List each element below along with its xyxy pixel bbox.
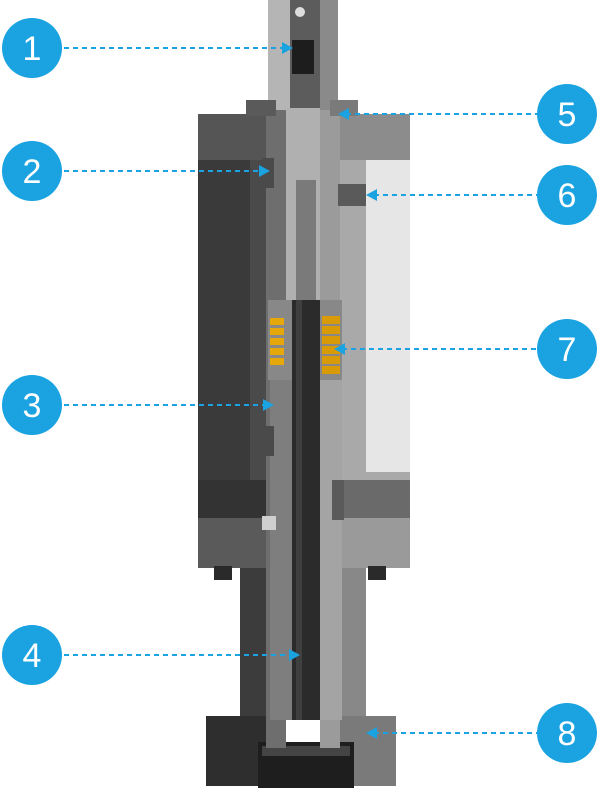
spring-coils-right [322, 316, 340, 374]
arrow-8 [366, 727, 377, 739]
foot-bolt-left [214, 566, 232, 580]
marker-3: 3 [2, 375, 62, 435]
marker-4: 4 [2, 625, 62, 685]
rod-top-insert [292, 40, 314, 74]
housing-window [366, 160, 410, 472]
housing-lower-right-mid [340, 518, 410, 568]
marker-6-label: 6 [558, 177, 577, 215]
central-rod-highlight [296, 300, 302, 720]
marker-2: 2 [2, 141, 62, 201]
lower-sleeve-left [270, 380, 292, 720]
seal-block-2 [262, 426, 274, 456]
arrow-7 [334, 343, 345, 355]
spring-coils-left [270, 318, 284, 365]
marker-6: 6 [537, 165, 597, 225]
top-cap-right [330, 100, 358, 116]
cylinder-cross-section [198, 0, 410, 788]
rod-upper-shade [268, 0, 290, 110]
rod-shaft-dark [296, 180, 316, 320]
seal-block-4 [332, 480, 344, 520]
arrow-3 [263, 399, 274, 411]
marker-7-label: 7 [558, 331, 577, 369]
rod-eye [295, 7, 305, 17]
top-cap-left [246, 100, 276, 116]
foot-bolt-right [368, 566, 386, 580]
arrow-2 [259, 165, 270, 177]
marker-1-label: 1 [23, 30, 42, 68]
seal-block-1 [262, 158, 274, 188]
marker-1: 1 [2, 18, 62, 78]
arrow-4 [289, 649, 300, 661]
lower-sleeve-right [320, 380, 342, 720]
marker-4-label: 4 [23, 637, 42, 675]
arrow-6 [366, 189, 377, 201]
housing-top-band-right [340, 114, 410, 160]
marker-7: 7 [537, 319, 597, 379]
base-bottom-lip [262, 746, 350, 756]
marker-5-label: 5 [558, 96, 577, 134]
leader-lines [64, 42, 538, 739]
marker-2-label: 2 [23, 153, 42, 191]
port-fitting [338, 184, 366, 206]
marker-8-label: 8 [558, 715, 577, 753]
arrow-1 [282, 42, 293, 54]
housing-upper-left-face [198, 160, 250, 480]
marker-5: 5 [537, 84, 597, 144]
seal-block-3 [262, 516, 276, 530]
marker-3-label: 3 [23, 387, 42, 425]
marker-8: 8 [537, 703, 597, 763]
housing-lower-left-mid [198, 518, 270, 568]
arrow-5 [338, 108, 349, 120]
